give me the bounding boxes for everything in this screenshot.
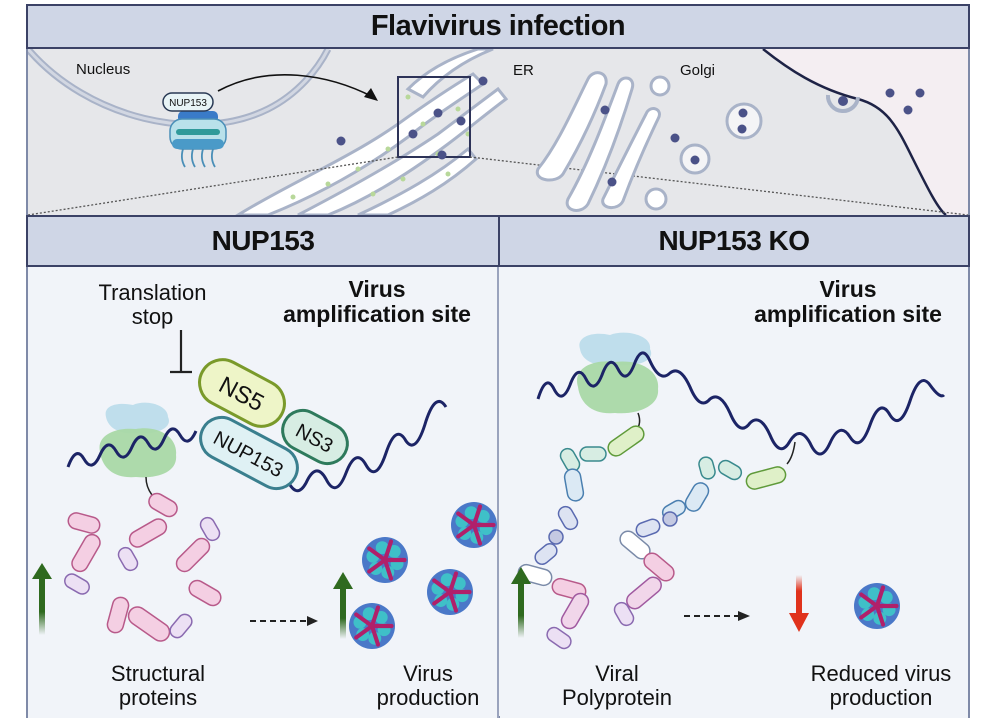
site-label-line1: Virus xyxy=(348,276,406,302)
caption-line2: production xyxy=(829,684,933,710)
viral-polyprotein-caption: Viral Polyprotein xyxy=(552,662,682,710)
knockout-panel: Virus amplification site Viral Polyprote… xyxy=(500,267,968,718)
virus-particle xyxy=(362,537,408,583)
er-label: ER xyxy=(513,62,534,79)
plasma-membrane xyxy=(762,49,947,215)
translation-stop-label: Translation stop xyxy=(90,281,215,329)
amplification-site-label: Virus amplification site xyxy=(733,277,963,327)
virus-particle-group xyxy=(349,502,497,649)
virus-particle xyxy=(854,583,900,629)
cell-overview-panel: NUP153 xyxy=(28,49,968,215)
virus-particle xyxy=(349,603,395,649)
virus-particle xyxy=(451,502,497,548)
structural-protein-chains xyxy=(64,476,222,642)
er-inset-box xyxy=(397,76,471,158)
golgi-vesicles xyxy=(600,102,763,187)
ns3-protein xyxy=(281,408,349,466)
ribosome-large-subunit xyxy=(577,361,659,414)
panel-heading-knockout: NUP153 KO xyxy=(498,215,970,267)
viral-polyprotein-chains xyxy=(517,412,796,650)
golgi-label: Golgi xyxy=(680,62,715,79)
arrow-head xyxy=(364,88,378,101)
decrease-arrow-icon xyxy=(789,575,809,632)
increase-arrow-icon xyxy=(333,572,353,639)
ns5-protein xyxy=(198,358,286,428)
er-virions xyxy=(336,76,488,160)
caption-line1: Virus xyxy=(403,661,453,686)
site-label-line2: amplification site xyxy=(283,300,471,327)
cell-overview-illustration: NUP153 xyxy=(28,49,968,215)
ribosome-large-subunit xyxy=(99,428,177,478)
viral-rna-strand xyxy=(66,427,198,468)
budding-virion xyxy=(838,96,848,106)
caption-line1: Reduced virus xyxy=(810,661,952,686)
ribosome-small-subunit xyxy=(579,332,652,366)
er-illustration xyxy=(235,49,509,215)
virus-particle xyxy=(427,569,473,615)
translation-stop-line1: Translation xyxy=(98,280,207,305)
translation-stop-line2: stop xyxy=(131,303,174,329)
increase-arrow-icon xyxy=(32,563,52,635)
reduced-virus-production-caption: Reduced virus production xyxy=(796,662,966,710)
released-virion xyxy=(903,105,913,115)
panel-divider xyxy=(497,267,499,718)
site-label-line1: Virus xyxy=(819,276,877,302)
released-virion xyxy=(915,88,925,98)
viral-rna-strand xyxy=(536,351,946,456)
structural-proteins-caption: Structural proteins xyxy=(83,662,233,710)
site-label-line2: amplification site xyxy=(754,300,942,327)
pore-protein-label: NUP153 xyxy=(169,98,207,109)
caption-line2: proteins xyxy=(118,684,198,710)
wildtype-panel: NS5 NS3 NUP153 xyxy=(28,267,498,718)
nucleus-label: Nucleus xyxy=(76,61,130,78)
budding-virion-membrane xyxy=(825,94,860,114)
leads-to-arrow xyxy=(250,616,318,626)
zoom-line-right xyxy=(469,156,968,215)
caption-line2: Polyprotein xyxy=(561,684,673,710)
ribosome-small-subunit xyxy=(105,402,169,434)
panel-heading-wildtype: NUP153 xyxy=(26,215,500,267)
translocation-arrow xyxy=(217,74,374,98)
increase-arrow-icon xyxy=(511,567,531,638)
viral-rna-strand xyxy=(284,399,448,493)
amplification-site-label: Virus amplification site xyxy=(263,277,491,327)
nup153-protein xyxy=(199,415,299,491)
knockout-illustration xyxy=(511,332,946,650)
caption-line1: Viral xyxy=(595,661,639,686)
caption-line2: production xyxy=(376,684,480,710)
caption-line1: Structural xyxy=(110,661,206,686)
figure-title: Flavivirus infection xyxy=(26,4,970,49)
golgi-illustration xyxy=(535,71,671,212)
wildtype-illustration: NS5 NS3 NUP153 xyxy=(32,330,497,649)
zoom-line-left xyxy=(28,156,399,215)
virus-production-caption: Virus production xyxy=(358,662,498,710)
virus-particle-group xyxy=(854,583,900,629)
nuclear-pore-complex-icon xyxy=(162,92,227,168)
released-virion xyxy=(885,88,895,98)
leads-to-arrow xyxy=(684,611,750,621)
